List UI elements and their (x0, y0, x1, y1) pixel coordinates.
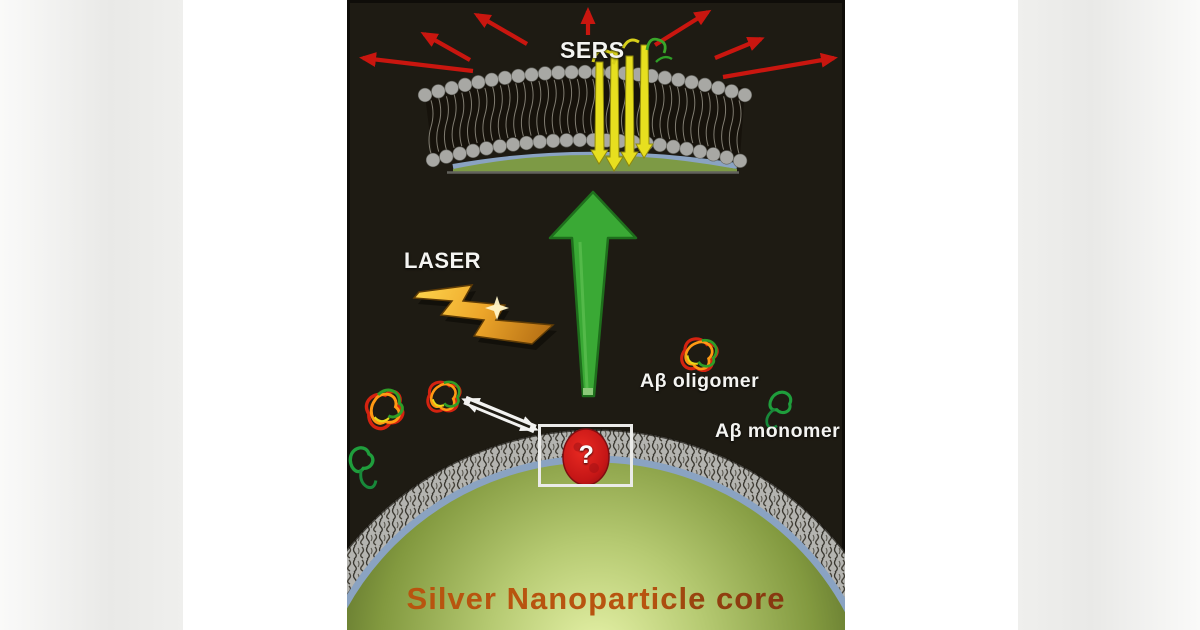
oligomer-label: Aβ oligomer (640, 370, 760, 392)
left-margin (0, 0, 183, 630)
core-label: Silver Nanoparticle core (347, 581, 845, 617)
laser-bolt-icon (412, 284, 557, 350)
beta-sheet-protein-icon (590, 37, 673, 172)
right-margin (1018, 0, 1200, 630)
question-mark: ? (578, 441, 595, 469)
raman-scatter-arrows-icon (359, 7, 838, 80)
monomer-label: Aβ monomer (715, 420, 841, 442)
diagram-panel: SERS LASER Aβ oligomer Aβ monomer ? Silv… (347, 0, 845, 630)
sers-label: SERS (560, 37, 625, 63)
zoom-region-box (538, 424, 633, 487)
question-marker-icon (562, 428, 610, 486)
exchange-double-arrow-icon (461, 395, 539, 434)
diagram-artwork (347, 7, 845, 630)
laser-label: LASER (404, 248, 482, 273)
enhancement-up-arrow-icon (548, 190, 638, 398)
lipid-bilayer-membrane-icon (417, 64, 753, 174)
sparkle-icon (485, 296, 509, 320)
